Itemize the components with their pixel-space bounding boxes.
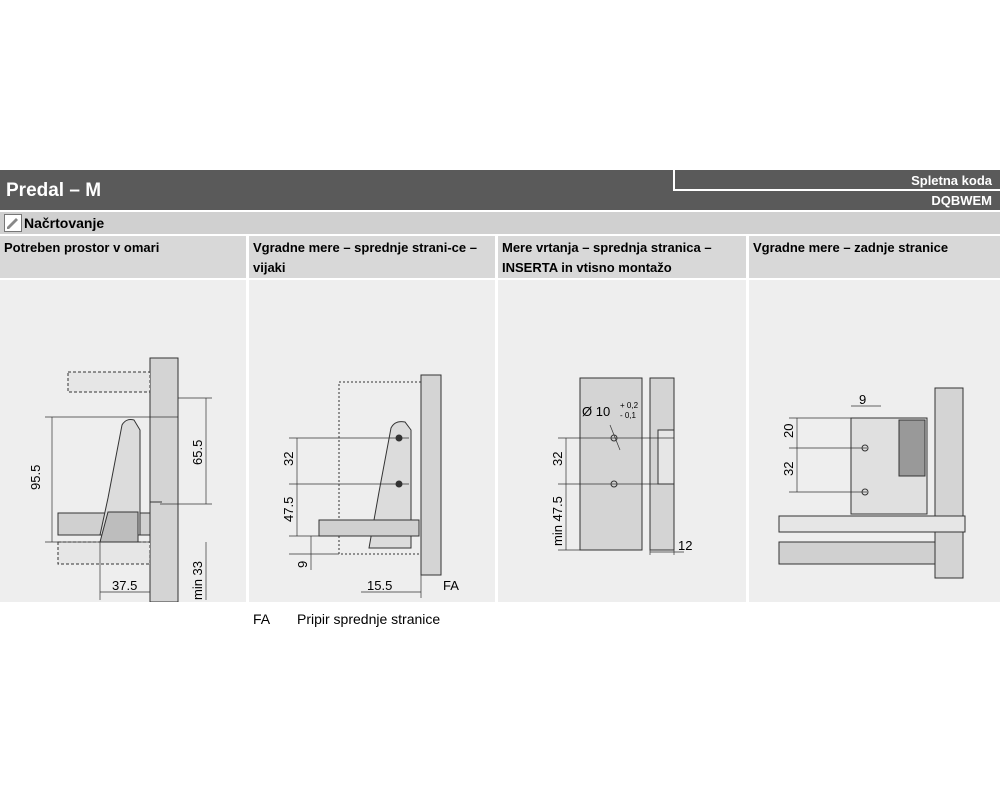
- dim-label-fa: FA: [443, 578, 459, 593]
- cabinet-bottom: [778, 515, 966, 533]
- pencil-icon: [4, 214, 22, 232]
- upper-shelf: [67, 371, 151, 393]
- drilling-diagram: Ø 10 + 0,2 - 0,1 32 min 47.5 12: [550, 377, 692, 555]
- dim-label-37-5: 37.5: [112, 578, 137, 593]
- dim-label-min33: min 33: [190, 561, 205, 600]
- tolerance-minus: - 0,1: [620, 411, 637, 420]
- drawer-side-profile: [99, 419, 141, 536]
- dim-label-20: 20: [781, 424, 796, 438]
- tolerance-plus: + 0,2: [620, 401, 639, 410]
- column-title-drilling: Mere vrtanja – sprednja stranica – INSER…: [498, 236, 746, 278]
- dim-label-15-5: 15.5: [367, 578, 392, 593]
- space-diagram: 95.5 65.5 37.5 min 33: [28, 357, 212, 602]
- dim-label-32: 32: [781, 462, 796, 476]
- column-title-front-screws: Vgradne mere – sprednje strani-ce – vija…: [249, 236, 495, 278]
- web-code-value: DQBWEM: [931, 193, 992, 208]
- back-panel-diagram: 9 20 32: [778, 387, 966, 579]
- cabinet-side: [934, 387, 964, 579]
- dim-label-32: 32: [281, 452, 296, 466]
- page-title: Predal – M: [6, 180, 102, 201]
- section-bar: [0, 212, 1000, 234]
- drill-hole-upper: [610, 434, 618, 442]
- drawer-side-profile: [368, 421, 412, 549]
- dim-label-9: 9: [295, 561, 310, 568]
- drill-hole-lower: [610, 480, 618, 488]
- dim-label-47-5: 47.5: [281, 497, 296, 522]
- dim-label-32: 32: [550, 452, 565, 466]
- cabinet-side: [420, 374, 442, 576]
- dim-label-min47-5: min 47.5: [550, 496, 565, 546]
- front-screws-diagram: 32 47.5 9 15.5 FA: [281, 374, 459, 598]
- drawer-bottom: [318, 519, 420, 537]
- section-label: Načrtovanje: [24, 215, 105, 231]
- footnote-key: FA: [253, 611, 271, 627]
- dim-label-65-5: 65.5: [190, 440, 205, 465]
- lower-shelf: [57, 541, 151, 565]
- back-bracket: [898, 419, 926, 477]
- dim-label-12: 12: [678, 538, 692, 553]
- code-divider-horizontal: [673, 189, 1000, 191]
- web-code-label: Spletna koda: [911, 173, 992, 188]
- dim-label-9: 9: [859, 392, 866, 407]
- footnote-text: Pripir sprednje stranice: [297, 611, 441, 627]
- dim-label-95-5: 95.5: [28, 465, 43, 490]
- column-title-back: Vgradne mere – zadnje stranice: [749, 236, 1000, 278]
- cabinet-side: [149, 357, 179, 602]
- dim-label-diameter: Ø 10: [582, 404, 610, 419]
- code-divider: [673, 170, 675, 190]
- column-title-space: Potreben prostor v omari: [0, 236, 246, 278]
- front-panel-side: [579, 377, 643, 551]
- cabinet-base: [778, 541, 936, 565]
